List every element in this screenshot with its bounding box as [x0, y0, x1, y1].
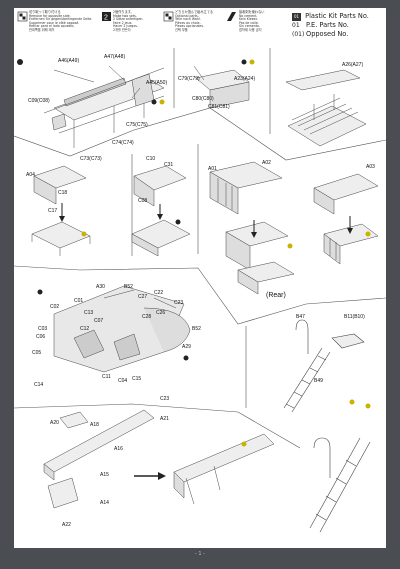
label-c18: C18: [58, 190, 68, 196]
label-c12: C12: [80, 326, 90, 332]
bracket-assembly: [193, 65, 250, 109]
ladder-detail: [309, 437, 371, 533]
label-b49: B49: [314, 378, 323, 384]
label-a02: A02: [262, 160, 271, 166]
label-a01: A01: [208, 166, 217, 172]
page-number: - 1 -: [195, 551, 205, 557]
label-c06: C06: [36, 334, 46, 340]
label-a30: A30: [96, 284, 105, 290]
label-c14: C14: [34, 382, 44, 388]
assembly-diagram: [14, 48, 386, 533]
label-a47: A47(A48): [104, 54, 126, 60]
ladder-assembly: [283, 319, 365, 413]
kit-badge: 01: [292, 13, 302, 21]
label-c09: C09(C08): [28, 98, 50, 104]
label-c11: C11: [102, 374, 111, 380]
legend-icons: 2: [17, 11, 236, 22]
label-a16: A16: [114, 446, 123, 452]
wall-panel-assembly: [209, 161, 295, 295]
label-c73: C73(C73): [80, 156, 102, 162]
label-b11: B11(B10): [344, 314, 365, 320]
label-a29: A29: [182, 344, 191, 350]
label-b52: B52: [124, 284, 133, 290]
label-c08: C08: [138, 198, 148, 204]
instruction-sheet: 2 切り取って取り付ける Remove for opposite side. E…: [14, 8, 386, 548]
opposed-badge: (01): [292, 31, 305, 38]
label-c05: C05: [32, 350, 42, 356]
pe-badge: 01: [292, 22, 300, 29]
label-c75: C75(C75): [126, 122, 148, 128]
label-a21: A21: [160, 416, 169, 422]
label-c07: C07: [94, 318, 104, 324]
label-c79: C79(C79): [178, 76, 200, 82]
label-b52-b: B52: [192, 326, 201, 332]
label-c80: C80(C80): [192, 96, 214, 102]
mount-assembly: [53, 285, 191, 373]
label-a46: A46(A49): [58, 58, 80, 64]
rear-caption: (Rear): [266, 292, 286, 299]
label-c17: C17: [48, 208, 58, 214]
stair-railing-assembly: [285, 69, 367, 147]
label-b47: B47: [296, 314, 305, 320]
opposed-label: Opposed No.: [306, 30, 349, 38]
legend-optional-text: どちらか選んで組み立てる Optional parts. Teile nach …: [175, 10, 214, 32]
label-c27: C27: [138, 294, 148, 300]
label-a15: A15: [100, 472, 109, 478]
label-a14: A14: [100, 500, 109, 506]
label-a04: A04: [26, 172, 35, 178]
svg-text:2: 2: [104, 15, 108, 22]
label-a45: A45(A50): [146, 80, 168, 86]
walkway-assembly: [43, 409, 275, 509]
label-c15: C15: [132, 376, 142, 382]
label-c31: C31: [164, 162, 174, 168]
a03-panel-assembly: [313, 173, 379, 265]
label-c02: C02: [50, 304, 60, 310]
label-a03: A03: [366, 164, 375, 170]
label-c28: C28: [142, 314, 152, 320]
label-c04: C04: [118, 378, 128, 384]
kit-parts-label: Plastic Kit Parts No.: [305, 12, 369, 20]
legend-no-cement-text: 接着剤を使わない No cement. Kein Kleber. Pas de …: [239, 10, 265, 32]
label-c10: C10: [146, 156, 156, 162]
legend-header: 2 切り取って取り付ける Remove for opposite side. E…: [14, 8, 386, 46]
label-c01: C01: [74, 298, 84, 304]
label-c23: C23: [174, 300, 184, 306]
label-c81: C81(C81): [208, 104, 230, 110]
platform-box-assembly: [131, 165, 191, 257]
label-a22: A22: [62, 522, 71, 528]
label-a23: A23(A24): [234, 76, 256, 82]
label-a18: A18: [90, 422, 99, 428]
label-c23-b: C23: [160, 396, 170, 402]
label-a26: A26(A27): [342, 62, 364, 68]
label-c13: C13: [84, 310, 94, 316]
hatch-box-assembly: [31, 165, 91, 256]
legend-remove-text: 切り取って取り付ける Remove for opposite side. Ent…: [29, 10, 93, 32]
legend-make-two-text: 2個作ります。 Make two sets. 2 Sätze anfertige…: [113, 10, 144, 32]
step-markers: [17, 59, 371, 447]
label-c26: C26: [156, 310, 166, 316]
frame-assembly: [43, 65, 165, 148]
label-a20: A20: [50, 420, 59, 426]
label-c03: C03: [38, 326, 48, 332]
pe-parts-label: P.E. Parts No.: [306, 21, 349, 29]
label-c22: C22: [154, 290, 164, 296]
label-c74: C74(C74): [112, 140, 134, 146]
